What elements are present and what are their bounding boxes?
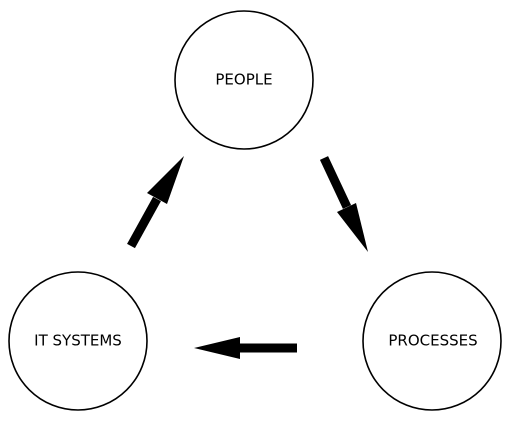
arrow-people-to-processes-shaft	[319, 156, 352, 209]
arrow-it-systems-to-people-shaft	[127, 196, 161, 249]
node-it-systems: IT SYSTEMS	[8, 271, 148, 411]
arrow-it-systems-to-people	[127, 156, 184, 249]
node-it-systems-circle	[8, 271, 148, 411]
node-people: PEOPLE	[174, 10, 314, 150]
arrow-people-to-processes	[319, 156, 368, 252]
node-processes: PROCESSES	[362, 271, 502, 411]
node-people-circle	[174, 10, 314, 150]
arrow-processes-to-it-systems	[194, 337, 297, 359]
node-processes-label: PROCESSES	[388, 332, 477, 350]
arrow-people-to-processes-head	[337, 203, 368, 252]
node-processes-circle	[362, 271, 502, 411]
node-people-label: PEOPLE	[215, 71, 272, 89]
arrow-processes-to-it-systems-head	[194, 337, 240, 359]
node-it-systems-label: IT SYSTEMS	[34, 332, 122, 350]
arrow-it-systems-to-people-head	[147, 156, 184, 204]
